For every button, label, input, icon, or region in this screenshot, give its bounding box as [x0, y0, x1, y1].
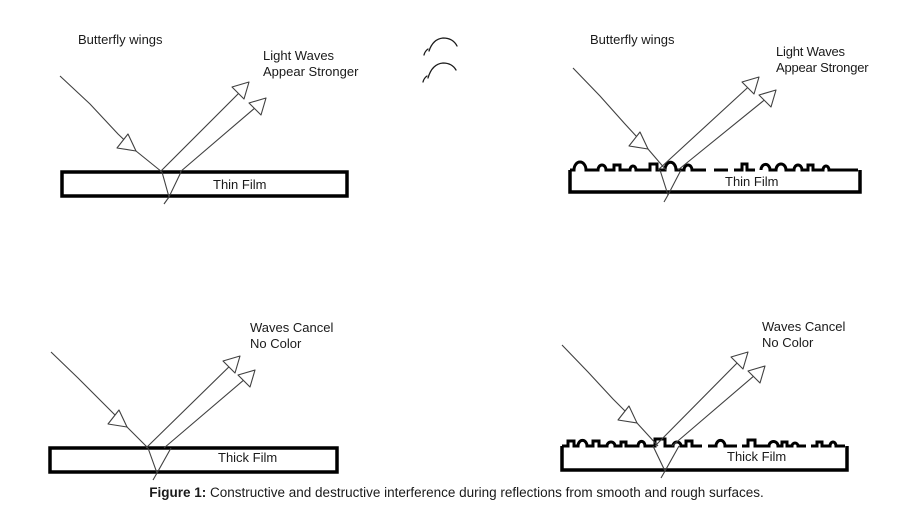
refracted-v: [652, 445, 680, 479]
reflected-ray-2: [671, 368, 763, 447]
reflected-ray-2: [179, 100, 264, 173]
thick-film-label: Thick Film: [218, 450, 278, 465]
light-waves-label: Light Waves Appear Stronger: [263, 48, 358, 80]
film-rect: [48, 446, 339, 474]
reflected-arrowhead-icon: [231, 81, 250, 100]
reflected-ray-1: [657, 78, 758, 171]
incident-ray: [561, 344, 659, 447]
incident-arrowhead-icon: [617, 405, 638, 424]
reflected-arrowhead-icon: [758, 89, 777, 108]
waves-cancel-label: Waves Cancel No Color: [250, 320, 333, 352]
waves-cancel-label: Waves Cancel No Color: [762, 319, 845, 351]
wave-arcs-icon: [422, 37, 458, 83]
rough-surface: [562, 437, 845, 448]
waves-cancel-line1: Waves Cancel: [250, 320, 334, 335]
waves-cancel-line2: No Color: [762, 335, 814, 350]
reflected-arrowhead-icon: [747, 365, 766, 384]
reflected-ray-2: [677, 92, 774, 171]
panel-bottom-right: [560, 344, 849, 479]
thick-film-label: Thick Film: [727, 449, 787, 464]
reflected-arrowhead-icon: [741, 76, 760, 95]
incident-arrowhead-icon: [107, 409, 128, 428]
film-rect: [60, 170, 349, 198]
reflected-arrowhead-icon: [248, 97, 267, 116]
figure-caption: Figure 1: Constructive and destructive i…: [0, 485, 913, 500]
panel-bottom-left: [48, 351, 339, 481]
reflected-ray-2: [163, 372, 253, 449]
reflected-arrowhead-icon: [222, 355, 241, 374]
incident-ray: [59, 75, 163, 173]
butterfly-wings-label: Butterfly wings: [78, 32, 163, 47]
waves-cancel-line1: Waves Cancel: [762, 319, 846, 334]
thin-film-label: Thin Film: [725, 174, 779, 189]
light-waves-label: Light Waves Appear Stronger: [776, 44, 869, 76]
reflected-arrowhead-icon: [730, 351, 749, 370]
light-waves-line1: Light Waves: [263, 48, 335, 63]
light-waves-line2: Appear Stronger: [776, 60, 869, 75]
refracted-v: [161, 171, 182, 205]
figure-caption-text: Constructive and destructive interferenc…: [210, 485, 764, 500]
reflected-ray-1: [159, 84, 248, 173]
waves-cancel-line2: No Color: [250, 336, 302, 351]
incident-arrowhead-icon: [116, 133, 137, 152]
thin-film-label: Thin Film: [213, 177, 267, 192]
light-waves-line1: Light Waves: [776, 44, 845, 59]
incident-arrowhead-icon: [628, 131, 649, 150]
rough-surface: [570, 160, 858, 172]
figure-caption-label: Figure 1:: [149, 485, 207, 500]
refracted-v: [659, 169, 682, 203]
panel-top-right: [568, 67, 862, 203]
film-rect: [560, 446, 849, 472]
film-rect: [568, 170, 862, 194]
light-waves-line2: Appear Stronger: [263, 64, 359, 79]
refracted-v: [147, 447, 172, 481]
panel-top-left: [59, 75, 349, 205]
incident-ray: [50, 351, 149, 449]
reflected-arrowhead-icon: [237, 369, 256, 388]
incident-ray: [572, 67, 667, 171]
reflected-ray-1: [654, 353, 747, 447]
reflected-ray-1: [145, 357, 239, 449]
butterfly-wings-label: Butterfly wings: [590, 32, 675, 47]
